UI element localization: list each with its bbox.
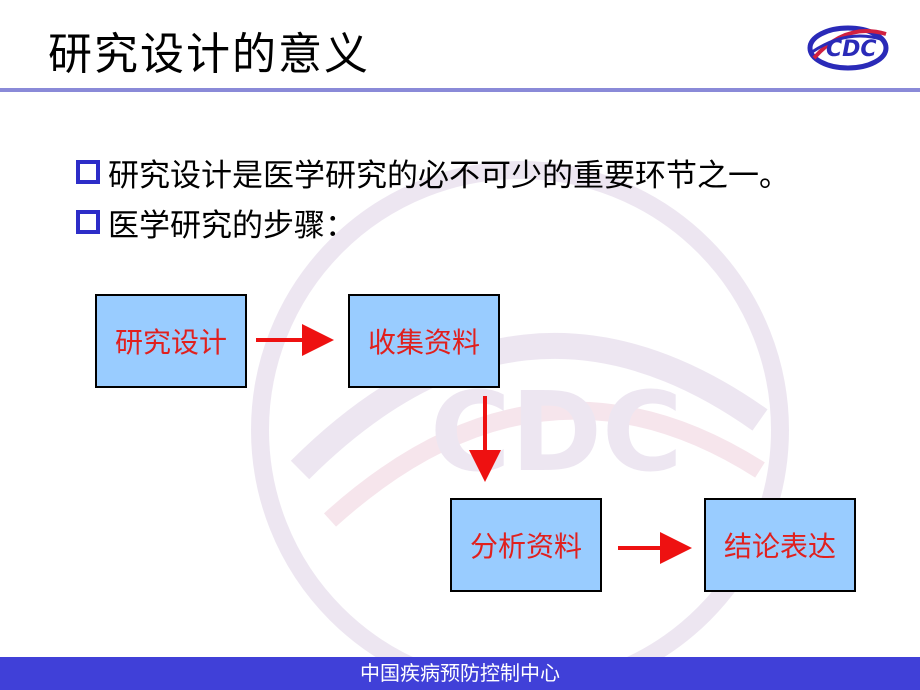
hollow-square-bullet-icon: [76, 210, 100, 234]
title-divider: [0, 88, 920, 92]
flow-step-design: 研究设计: [95, 294, 247, 388]
bullet-text: 医学研究的步骤：: [108, 207, 356, 244]
bullet-item: 研究设计是医学研究的必不可少的重要环节之一。: [76, 150, 790, 194]
bullet-item: 医学研究的步骤：: [76, 200, 790, 244]
cdc-logo-icon: CDC: [807, 25, 889, 71]
flow-step-analyze: 分析资料: [450, 498, 602, 592]
flow-step-conclude: 结论表达: [704, 498, 856, 592]
bullet-list: 研究设计是医学研究的必不可少的重要环节之一。 医学研究的步骤：: [76, 150, 790, 244]
page-title: 研究设计的意义: [48, 29, 370, 80]
footer-bar: 中国疾病预防控制中心: [0, 657, 920, 690]
footer-org-name: 中国疾病预防控制中心: [360, 661, 560, 685]
svg-text:CDC: CDC: [826, 37, 877, 62]
flow-step-collect: 收集资料: [348, 294, 500, 388]
hollow-square-bullet-icon: [76, 160, 100, 184]
bullet-text: 研究设计是医学研究的必不可少的重要环节之一。: [108, 157, 790, 194]
